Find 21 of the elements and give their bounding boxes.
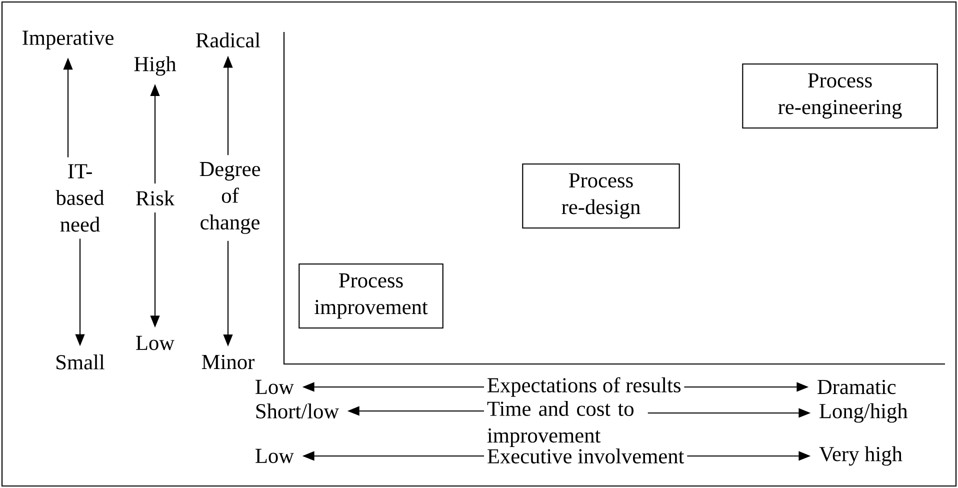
scale-end-label: Short/low [256, 403, 339, 418]
scale-end-label: High [134, 56, 176, 76]
scale-end-label: Low [256, 380, 294, 394]
scale-end-label: Low [256, 448, 294, 464]
scale-label: Degree of change [200, 162, 260, 234]
scale-end-label: Minor [202, 354, 254, 370]
scale-label: IT-based need [56, 164, 104, 232]
scale-end-label: Imperative [22, 30, 114, 50]
process-box: Process re-engineering [742, 63, 938, 129]
scale-end-label: Very high [819, 446, 902, 466]
scale-end-label: Dramatic [818, 380, 896, 394]
scale-end-label: Low [136, 336, 174, 350]
scale-label: Executive involvement [488, 448, 684, 464]
scale-end-label: Radical [196, 32, 260, 48]
scale-label: Risk [136, 190, 175, 206]
scale-end-label: Long/high [820, 403, 908, 423]
process-box: Process re-design [522, 163, 680, 229]
process-box: Process improvement [298, 263, 444, 329]
scale-label: Time and cost to improvement [487, 400, 634, 447]
scale-end-label: Small [56, 354, 104, 370]
scale-label: Expectations of results [488, 377, 680, 397]
